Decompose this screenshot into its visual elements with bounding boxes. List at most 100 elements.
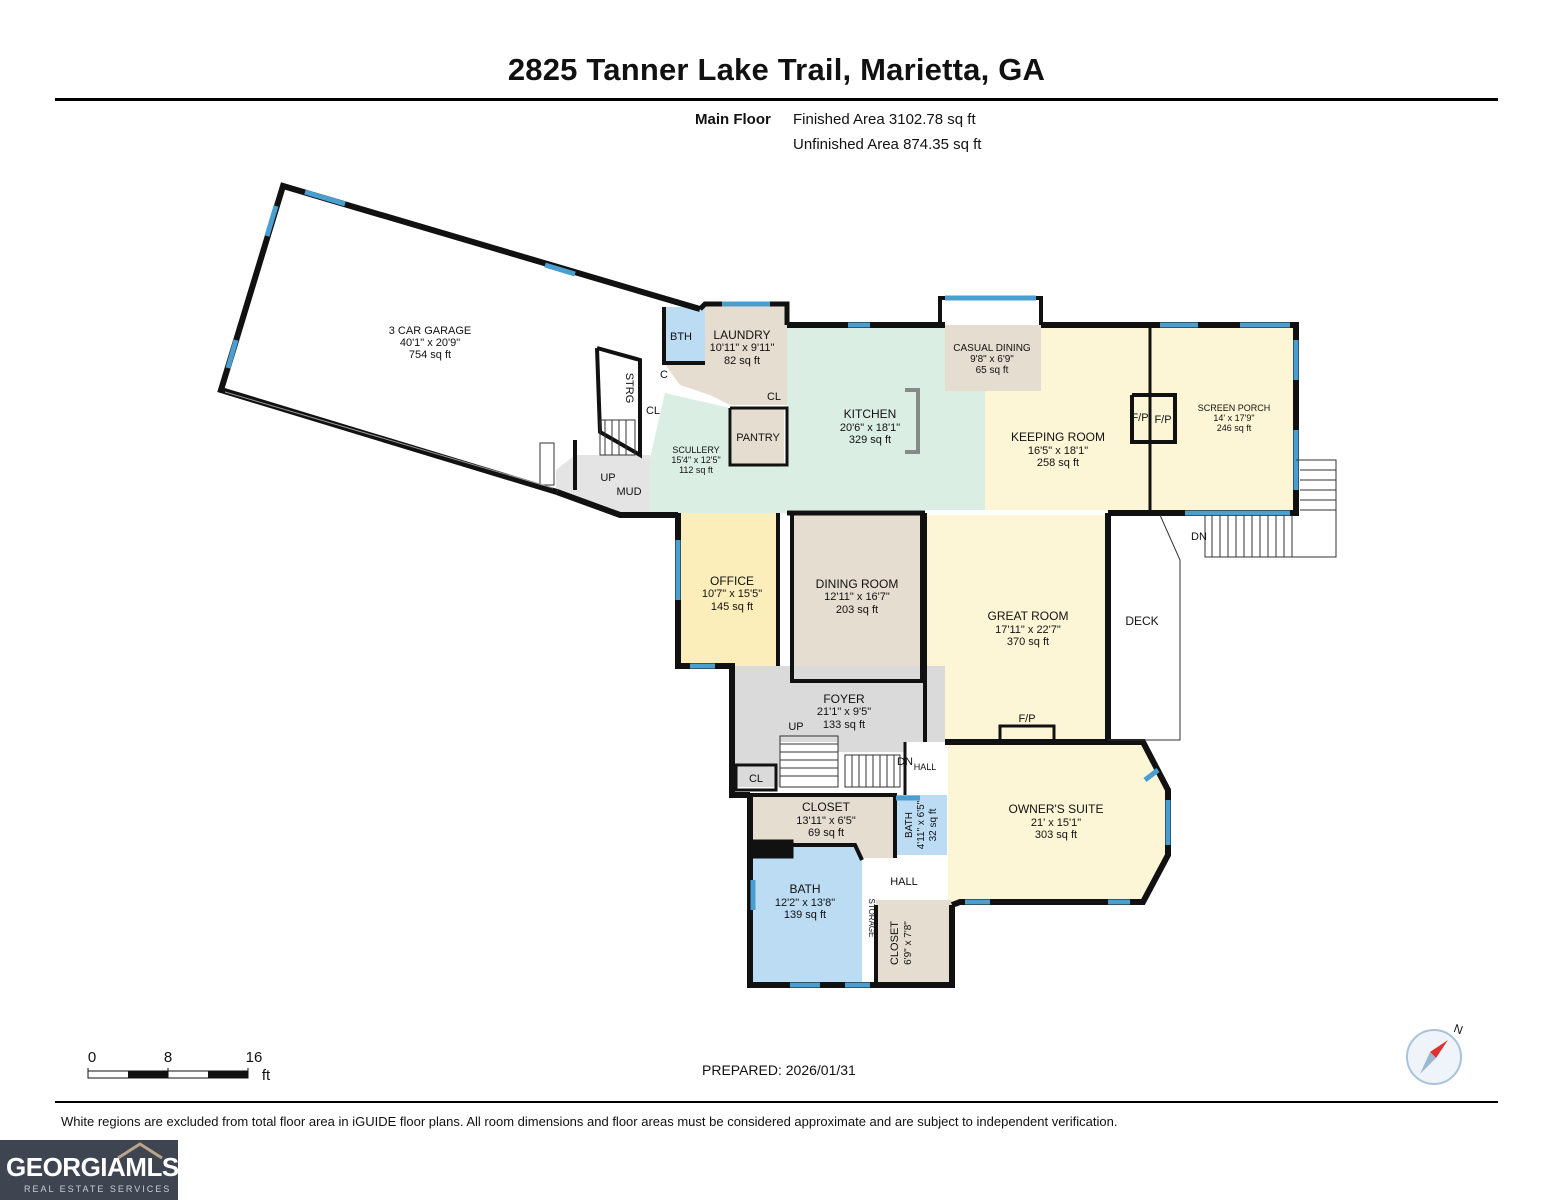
casual-dining-dims: 9'8" x 6'9" (970, 354, 1014, 365)
laundry-fill (664, 304, 787, 405)
deck-name: DECK (1125, 614, 1158, 628)
garage-dims: 40'1" x 20'9" (400, 337, 460, 349)
deck-fill (1108, 515, 1180, 740)
black-block (752, 839, 794, 859)
bath-fill (753, 845, 862, 985)
hall-lower: HALL (890, 876, 918, 888)
scullery-dims: 15'4" x 12'5" (671, 455, 720, 465)
office-area: 145 sq ft (711, 601, 753, 613)
compass-n: N (1452, 1021, 1465, 1037)
scale-0: 0 (88, 1049, 96, 1066)
cl-scullery-name: CL (646, 405, 660, 417)
plan-title: 2825 Tanner Lake Trail, Marietta, GA (507, 52, 1046, 87)
closet-big-dims: 13'11" x 6'5" (796, 815, 856, 827)
great-room-dims: 17'11" x 22'7" (995, 624, 1061, 636)
mud-name: MUD (616, 486, 641, 498)
scale-16: 16 (246, 1049, 263, 1066)
prepared-date: PREPARED: 2026/01/31 (702, 1062, 856, 1078)
foyer-west (675, 513, 750, 798)
garage-wall (217, 182, 701, 495)
closet-wall (750, 793, 897, 858)
casual-dining-area: 65 sq ft (976, 365, 1009, 376)
fp1: F/P (1131, 412, 1148, 424)
casual-dining-name: CASUAL DINING (953, 343, 1031, 354)
foyer-name: FOYER (823, 692, 865, 706)
cl-laundry-name: CL (767, 391, 781, 403)
closet-big-name: CLOSET (802, 800, 851, 814)
up-mud: UP (600, 472, 615, 484)
title-divider (55, 98, 1498, 101)
bath-area: 139 sq ft (784, 909, 826, 921)
great-room-south (945, 739, 1171, 908)
closet-small-fill (876, 900, 952, 985)
pantry-wall (728, 406, 789, 467)
dining-room-area: 203 sq ft (836, 604, 878, 616)
stairs (224, 388, 1337, 788)
screen-porch-name: SCREEN PORCH (1198, 403, 1271, 413)
owners-suite-dims: 21' x 15'1" (1031, 817, 1081, 829)
floor-label: Main Floor (695, 111, 771, 128)
dining-room-fill (792, 513, 922, 681)
garage-area: 754 sq ft (409, 349, 451, 361)
hall-upper: HALL (914, 762, 937, 772)
storage-name: STORAGE (867, 899, 876, 938)
fp-keeping (1130, 393, 1177, 444)
c-name: C (660, 369, 668, 381)
room-labels: 3 CAR GARAGE 40'1" x 20'9" 754 sq ft BTH… (389, 325, 1271, 965)
georgiamls-logo: GEORGIAMLS REAL ESTATE SERVICES (0, 1140, 179, 1200)
screen-porch-area: 246 sq ft (1217, 423, 1252, 433)
owners-suite-fill (948, 745, 1165, 900)
dining-west (790, 513, 924, 683)
walls (217, 182, 1299, 988)
windows (225, 189, 1299, 988)
keeping-room-area: 258 sq ft (1037, 457, 1079, 469)
closet-small-name: CLOSET (889, 921, 901, 965)
fp-great (998, 724, 1056, 742)
foyer-area: 133 sq ft (823, 719, 865, 731)
mud-fill (556, 455, 650, 515)
keeping-room-dims: 16'5" x 18'1" (1028, 445, 1088, 457)
office-dims: 10'7" x 15'5" (702, 588, 762, 600)
scale-bar: 0 8 16 ft (87, 1049, 271, 1084)
great-room-area: 370 sq ft (1007, 636, 1049, 648)
scale-8: 8 (164, 1049, 172, 1066)
scullery-fill (650, 393, 787, 513)
dining-room-name: DINING ROOM (816, 577, 899, 591)
foyer-fill (732, 666, 945, 752)
scullery-name: SCULLERY (672, 445, 719, 455)
room-fills (221, 186, 1296, 985)
closet-big-area: 69 sq ft (808, 827, 844, 839)
fp2: F/P (1154, 414, 1171, 426)
pantry-name: PANTRY (736, 432, 780, 444)
dn-deck: DN (1191, 531, 1207, 543)
scullery-area: 112 sq ft (679, 465, 713, 475)
bath-small-area: 32 sq ft (928, 808, 939, 841)
mud-south (555, 489, 678, 518)
great-room-name: GREAT ROOM (988, 609, 1069, 623)
compass-icon: N (1406, 1021, 1465, 1085)
cl-foyer: CL (749, 773, 763, 785)
great-room-fill (925, 515, 1108, 742)
laundry-dims: 10'11" x 9'11" (710, 342, 775, 354)
strg-name: STRG (623, 373, 635, 404)
bath-name: BATH (789, 882, 820, 896)
casual-bay (938, 296, 1043, 325)
bath-small-name: BATH (904, 812, 915, 838)
closet-small-dims: 6'9" x 7'8" (903, 921, 914, 965)
cl-foyer-box (734, 763, 778, 792)
storage-fill (862, 900, 876, 985)
footer-divider (55, 1101, 1498, 1103)
unfinished-area: Unfinished Area 874.35 sq ft (793, 136, 982, 153)
logo-sub-text: REAL ESTATE SERVICES (24, 1184, 172, 1194)
garage-name: 3 CAR GARAGE (389, 325, 472, 337)
hall-lower-fill (862, 860, 948, 900)
bth-name: BTH (670, 331, 692, 343)
keeping-room-fill (985, 325, 1150, 510)
finished-area: Finished Area 3102.78 sq ft (793, 111, 976, 128)
laundry-area: 82 sq ft (724, 355, 760, 367)
kitchen-area: 329 sq ft (849, 434, 891, 446)
dining-room-dims: 12'11" x 16'7" (824, 591, 890, 603)
bath-small-fill (897, 795, 947, 855)
foyer-dims: 21'1" x 9'5" (817, 706, 871, 718)
